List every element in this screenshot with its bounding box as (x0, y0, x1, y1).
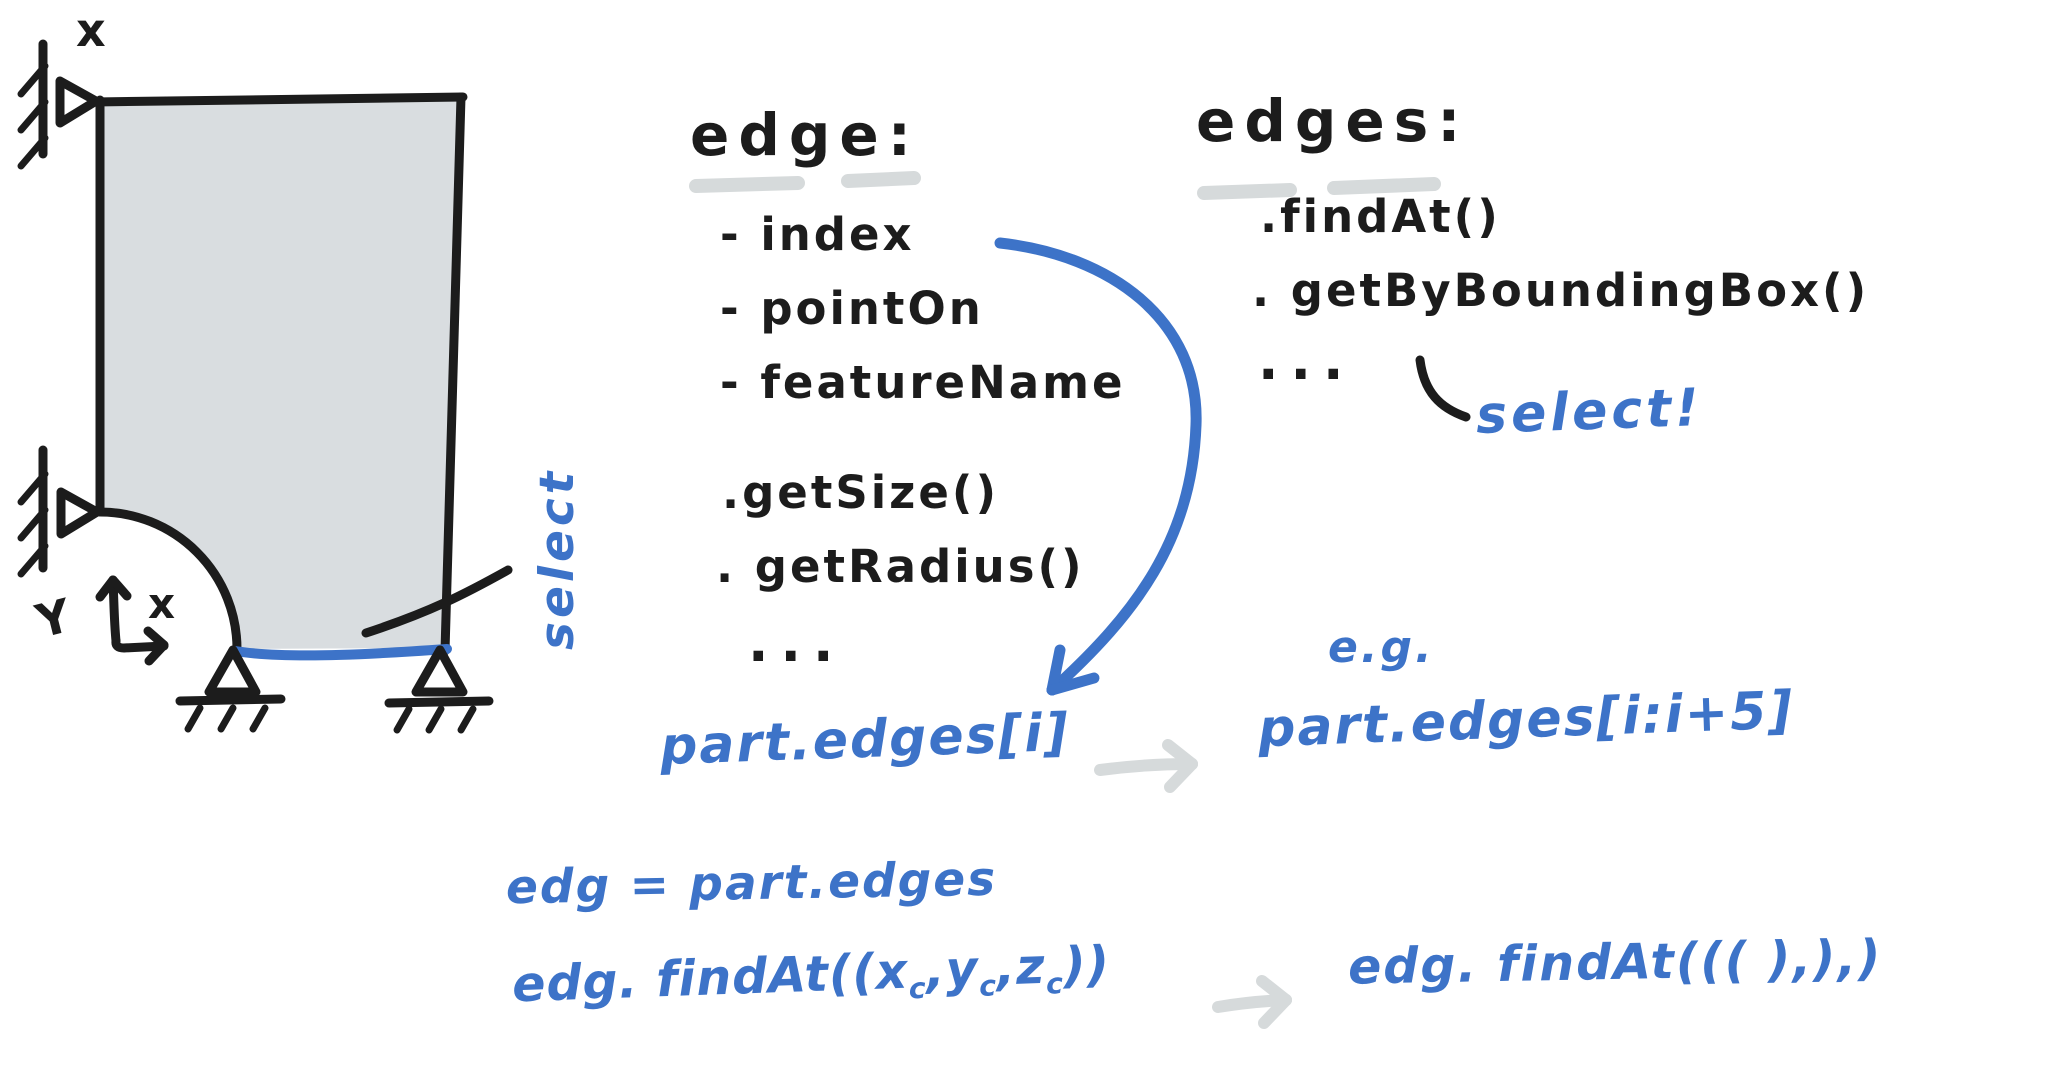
example-findat-empty: edg. findAt((( ),),) (1347, 929, 1883, 996)
edges-method-findat: .findAt() (1260, 190, 1501, 243)
edge-panel-heading: edge: (690, 101, 920, 169)
pin-support-bottom-right (384, 645, 494, 734)
edges-select-hook-line (1415, 355, 1471, 422)
plate-right-edge (440, 92, 466, 656)
plate-hole-arc (95, 507, 242, 654)
select-edge-label: select (530, 467, 585, 650)
edge-attr-pointon: - pointOn (720, 282, 984, 335)
select-pointer-line (361, 565, 513, 638)
edges-select-label: select! (1475, 378, 1704, 446)
findat-arrow (1212, 975, 1292, 1029)
plate-shape (100, 97, 461, 649)
edge-method-getradius: . getRadius() (716, 540, 1085, 593)
example-assignment: edg = part.edges (505, 851, 998, 916)
example-indexing: part.edges[i] (659, 702, 1071, 778)
index-to-slicing-arrow (994, 237, 1202, 696)
plate-top-edge (89, 92, 468, 107)
edges-heading-underline (1197, 177, 1441, 200)
roller-support-left (17, 445, 102, 578)
edge-attr-index: - index (720, 208, 915, 261)
pin-support-bottom-left (175, 645, 286, 733)
edge-method-getsize: .getSize() (722, 466, 1000, 519)
y-axis-label: Y (30, 588, 77, 649)
edges-panel-ellipsis: ... (1258, 329, 1356, 392)
edge-heading-underline (689, 171, 921, 193)
x-axis-label: x (148, 579, 175, 628)
coordinate-axes: Y x (30, 575, 175, 666)
indexing-arrow (1094, 739, 1198, 793)
edge-attr-featurename: - featureName (720, 356, 1126, 409)
edge-panel-ellipsis: ... (748, 611, 846, 674)
example-eg-label: e.g. (1328, 622, 1435, 673)
corner-x-mark: x (76, 3, 106, 57)
roller-support-top-left (17, 39, 101, 170)
edges-panel-heading: edges: (1196, 87, 1470, 155)
selected-bottom-edge (230, 644, 452, 661)
edges-method-getbyboundingbox: . getByBoundingBox() (1252, 264, 1870, 317)
